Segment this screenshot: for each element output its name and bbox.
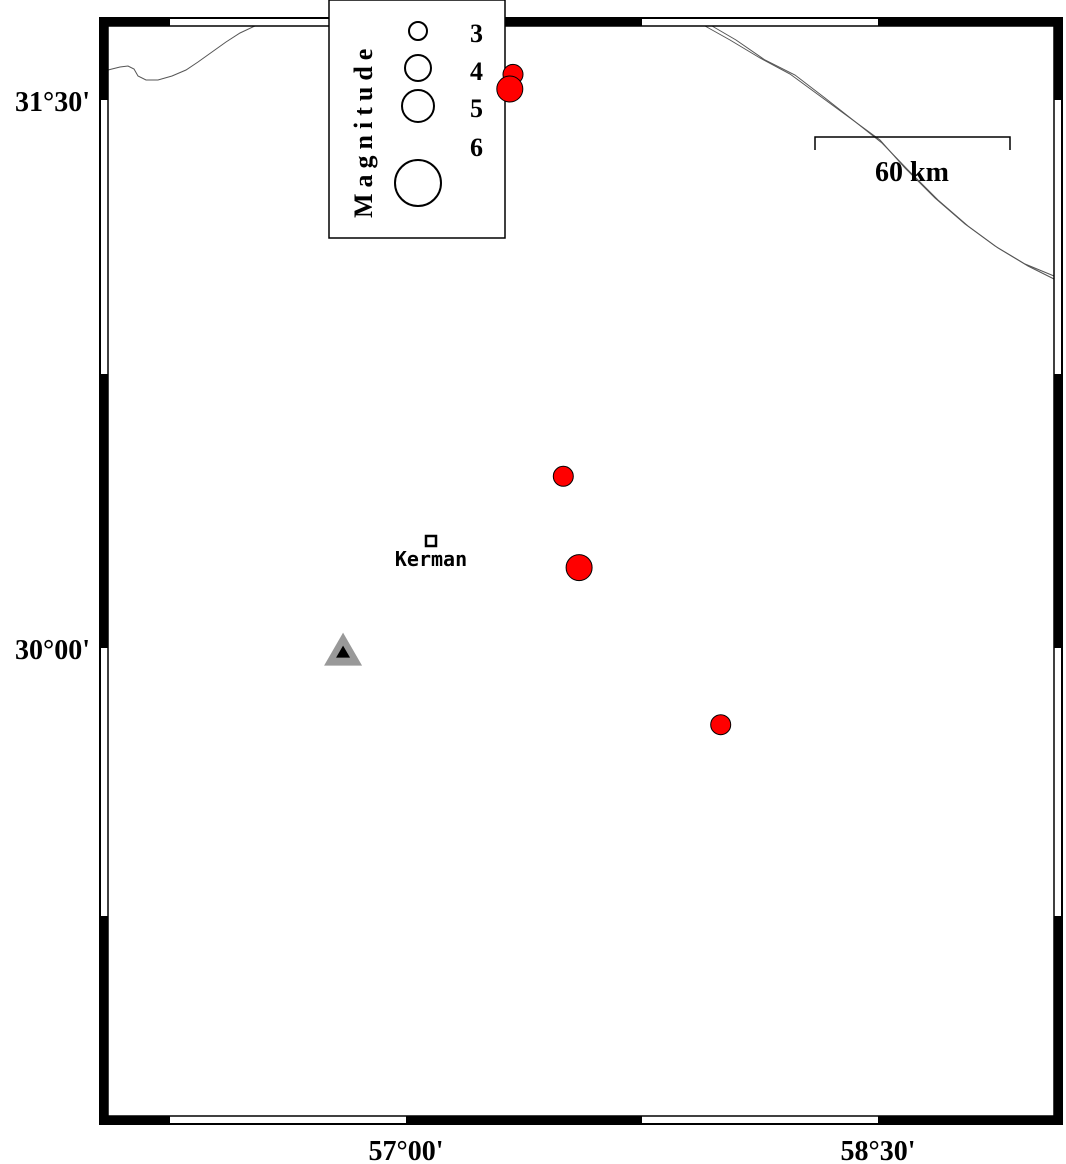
legend-circle-5: [401, 89, 435, 123]
scale-bar-line: [814, 136, 1011, 150]
legend-circle-4: [404, 54, 432, 82]
earthquake-event-3: [552, 465, 574, 487]
x-tick-label-58-30: 58°30': [841, 1136, 916, 1164]
scale-bar: 60 km: [814, 136, 1011, 188]
earthquake-event-2: [496, 75, 524, 103]
legend-symbols: 3 4 5 6: [394, 19, 483, 207]
frame-right-black-2: [1054, 374, 1062, 648]
earthquake-event-4: [565, 554, 593, 582]
frame-top-black-1: [100, 18, 170, 26]
boundary-line-northeast-double: [711, 25, 1055, 280]
city-square-icon: [424, 534, 438, 548]
frame-checker-segments: [100, 18, 1062, 1124]
frame-bottom-black-1: [100, 1116, 170, 1124]
city-marker: Kerman: [395, 534, 467, 571]
legend-title: Magnitude: [349, 43, 378, 218]
frame-left-black-2: [100, 374, 108, 648]
legend-label-6: 6: [470, 133, 483, 162]
boundary-line-northwest: [107, 25, 256, 81]
frame-left-black-1: [100, 18, 108, 100]
y-tick-label-31-30: 31°30': [15, 87, 90, 118]
earthquake-event-5: [710, 714, 732, 736]
legend-label-5: 5: [470, 94, 483, 123]
legend-label-4: 4: [470, 57, 483, 86]
frame-right-black-1: [1054, 18, 1062, 100]
x-tick-label-57-00: 57°00': [369, 1136, 444, 1164]
frame-top-black-2: [406, 18, 642, 26]
legend-circle-6: [394, 159, 442, 207]
scale-bar-label: 60 km: [875, 157, 949, 188]
frame-right-black-3: [1054, 916, 1062, 1124]
station-layer: [324, 632, 363, 666]
city-label: Kerman: [395, 547, 467, 571]
frame-top-black-3: [878, 18, 1062, 26]
legend-circle-3: [408, 21, 428, 41]
station-inner-triangle-icon: [336, 645, 351, 658]
magnitude-legend: Magnitude 3 4 5 6: [328, 0, 506, 239]
events-layer: [496, 63, 732, 736]
frame-bottom-black-2: [406, 1116, 642, 1124]
frame-left-black-3: [100, 916, 108, 1124]
boundary-lines: [107, 25, 1055, 280]
y-tick-label-30-00: 30°00': [15, 635, 90, 666]
frame-bottom-black-3: [878, 1116, 1062, 1124]
legend-label-3: 3: [470, 19, 483, 48]
